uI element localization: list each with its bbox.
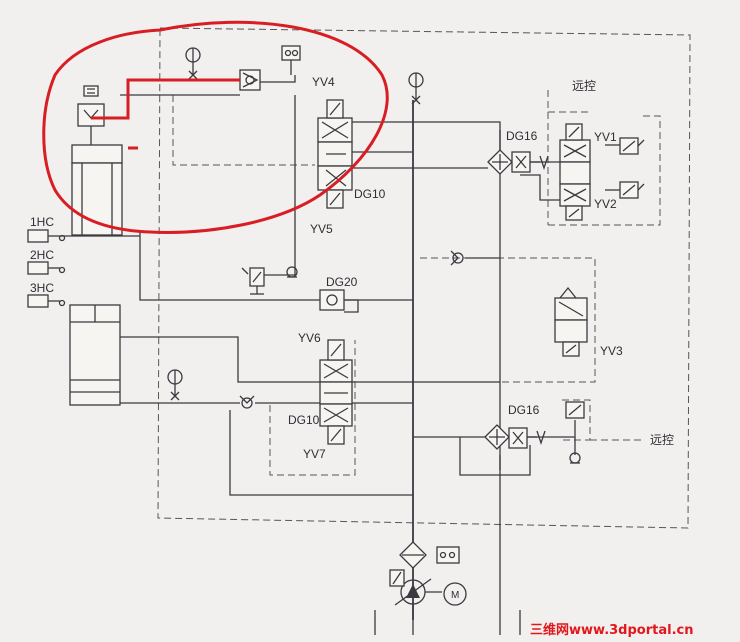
label-yv1: YV1	[594, 130, 617, 144]
label-2hc: 2HC	[30, 248, 54, 262]
label-yv7: YV7	[303, 447, 326, 461]
label-remote-bottom: 远控	[650, 433, 674, 447]
pressure-gauge-middle	[408, 72, 424, 105]
label-yv4: YV4	[312, 75, 335, 89]
limit-switch-3hc	[27, 294, 66, 308]
check-valve-middle	[450, 250, 464, 266]
label-dg16-bottom: DG16	[508, 403, 540, 417]
label-dg16-top: DG16	[506, 129, 538, 143]
solenoid-valve-yv3	[554, 286, 588, 357]
relief-pilot-mid	[619, 181, 645, 199]
logic-valve-dg16-top	[487, 149, 549, 175]
pressure-gauge-top	[185, 47, 201, 80]
check-valve-lower	[239, 395, 255, 409]
label-yv2: YV2	[594, 197, 617, 211]
label-dg10-top: DG10	[354, 187, 386, 201]
limit-switch-1hc	[27, 229, 66, 243]
directional-valve-dg10-bottom	[319, 339, 353, 445]
label-remote-top: 远控	[572, 79, 596, 93]
label-yv6: YV6	[298, 331, 321, 345]
upper-check-valve	[239, 69, 261, 91]
limit-switch-2hc	[27, 261, 66, 275]
relief-pilot-lower	[565, 401, 585, 464]
watermark-text: 三维网www.3dportal.cn	[530, 622, 693, 638]
label-1hc: 1HC	[30, 215, 54, 229]
label-dg20: DG20	[326, 275, 358, 289]
pressure-switch-top	[281, 45, 301, 75]
label-yv3: YV3	[600, 344, 623, 358]
logic-valve-dg16-bottom	[484, 424, 546, 450]
relief-pilot-top	[619, 137, 645, 155]
label-dg10-bottom: DG10	[288, 413, 320, 427]
directional-valve-dg10-top	[317, 99, 353, 209]
label-motor: M	[451, 590, 459, 601]
dashed-enclosures	[157, 27, 691, 529]
relief-valve-left	[241, 266, 298, 295]
check-valve-dg20	[319, 289, 359, 313]
label-yv5: YV5	[310, 222, 333, 236]
solenoid-valve-yv1-yv2	[559, 123, 591, 221]
label-3hc: 3HC	[30, 281, 54, 295]
pressure-gauge-lower	[167, 369, 183, 401]
highlight-loop	[42, 20, 389, 234]
pump-group	[374, 541, 521, 635]
lower-cylinder	[69, 304, 121, 406]
